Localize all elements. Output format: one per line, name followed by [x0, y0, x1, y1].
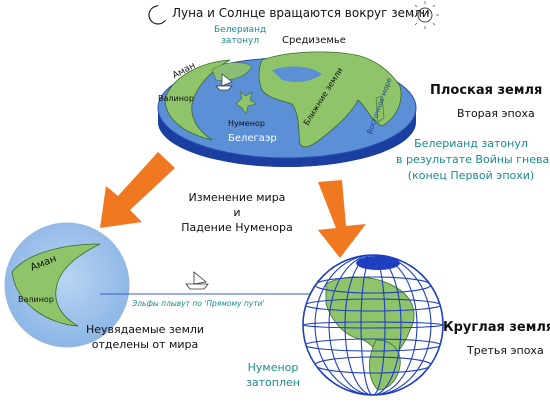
- arrow-left: [100, 152, 175, 228]
- transition-text: Изменение мира и Падение Нуменора: [181, 191, 293, 234]
- flat-earth-era: Вторая эпоха: [457, 107, 535, 120]
- straight-road-label: Эльфы плывут по 'Прямому пути': [132, 299, 265, 308]
- beleriand-label: Белерианд затонул: [214, 25, 267, 46]
- round-earth-title: Круглая земля: [443, 320, 550, 335]
- beleriand-note: Белерианд затонул в результате Войны гне…: [396, 137, 550, 182]
- middle-earth-label: Средиземье: [282, 35, 346, 46]
- ship-icon: [215, 73, 233, 91]
- sun-icon: [411, 1, 439, 29]
- valinor-label: Валинор: [158, 94, 194, 103]
- ship-icon: [185, 271, 209, 290]
- flat-earth-title: Плоская земля: [430, 83, 543, 98]
- undying-valinor-label: Валинор: [18, 295, 54, 304]
- numenor-flooded-label: Нуменор затоплен: [246, 361, 300, 389]
- moon-icon: [148, 5, 170, 25]
- belegaer-label: Белегаэр: [228, 133, 277, 144]
- undying-lands-caption: Неувядаемые земли отделены от мира: [85, 323, 205, 351]
- round-earth-era: Третья эпоха: [467, 344, 544, 357]
- round-earth-globe: [302, 254, 444, 396]
- numenor-label: Нуменор: [228, 119, 265, 128]
- header-title: Луна и Солнце вращаются вокруг земли: [172, 6, 430, 20]
- arrow-down: [318, 180, 366, 258]
- undying-lands-sphere: [4, 222, 130, 348]
